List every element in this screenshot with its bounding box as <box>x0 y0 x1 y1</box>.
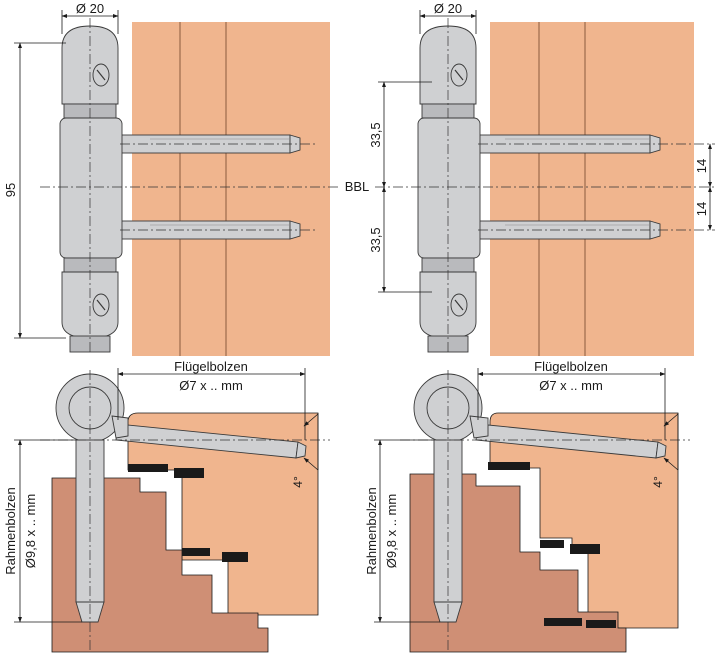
hinge-body-left <box>59 25 123 353</box>
front-view-right: Ø 20 33,5 33,5 14 14 <box>368 1 715 356</box>
sash-pin-title-right: Flügelbolzen <box>534 359 608 374</box>
section-view-right: Flügelbolzen Ø7 x .. mm 4° Rahmenbolzen … <box>364 359 690 653</box>
sash-wood-face <box>132 22 330 356</box>
frame-profile <box>51 477 269 653</box>
sash-pin-title-left: Flügelbolzen <box>174 359 248 374</box>
sash-pin-size-right: Ø7 x .. mm <box>539 378 603 393</box>
hinge-knuckle-left <box>55 373 129 443</box>
sash-profile <box>489 412 679 629</box>
frame-pin-title-right: Rahmenbolzen <box>364 487 379 574</box>
frame-pin-size-right: Ø9,8 x .. mm <box>384 494 399 568</box>
frame-pin-title-left: Rahmenbolzen <box>3 487 18 574</box>
angle-label-left: 4° <box>291 476 305 488</box>
angle-label-right: 4° <box>651 476 665 488</box>
bbl-label: BBL <box>345 179 370 194</box>
diameter-label-right: Ø 20 <box>434 1 462 16</box>
section-view-left: Flügelbolzen Ø7 x .. mm 4° Rahmenbolzen … <box>3 359 330 653</box>
diameter-label-left: Ø 20 <box>76 1 104 16</box>
hinge-body-right <box>417 25 481 353</box>
sash-wood-face <box>490 22 694 356</box>
front-view-left: Ø 20 95 <box>3 1 340 356</box>
offset-lower-label: 14 <box>694 202 709 216</box>
spacing-upper-label: 33,5 <box>368 122 383 147</box>
hinge-knuckle-right <box>413 373 489 443</box>
offset-upper-label: 14 <box>694 159 709 173</box>
sash-pin-size-left: Ø7 x .. mm <box>179 378 243 393</box>
height-label: 95 <box>3 183 18 197</box>
frame-profile <box>409 473 627 653</box>
frame-pin-size-left: Ø9,8 x .. mm <box>23 494 38 568</box>
spacing-lower-label: 33,5 <box>368 227 383 252</box>
